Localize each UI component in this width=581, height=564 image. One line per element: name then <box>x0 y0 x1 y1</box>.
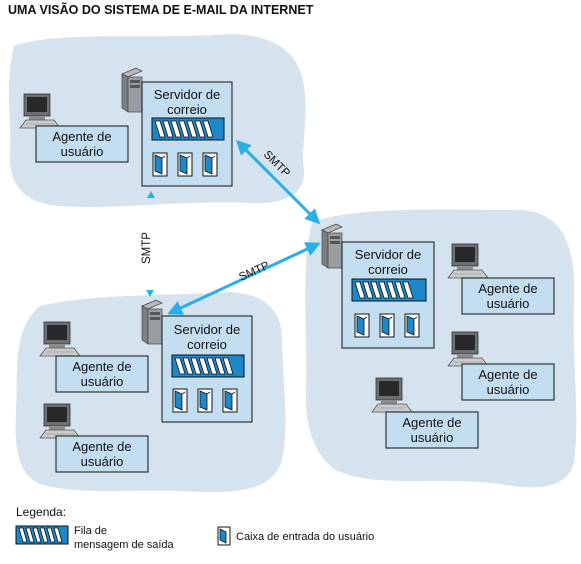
legend-queue-swatch <box>15 525 69 545</box>
outgoing-queue <box>151 117 225 141</box>
agent-label-line2: usuário <box>487 382 530 397</box>
agent-label-line1: Agente de <box>402 415 461 430</box>
smtp-label-lower: SMTP <box>237 260 271 284</box>
agent-label-line1: Agente de <box>478 281 537 296</box>
agent-label-line1: Agente de <box>72 359 131 374</box>
diagram-title: UMA VISÃO DO SISTEMA DE E-MAIL DA INTERN… <box>8 2 314 17</box>
mailbox-icon <box>197 388 213 413</box>
legend-queue-label-line1: Fila de <box>74 525 107 537</box>
agent-label-line2: usuário <box>411 430 454 445</box>
mailbox-icon <box>152 152 168 177</box>
legend-mailbox-swatch <box>217 526 231 546</box>
agent-label-line1: Agente de <box>52 129 111 144</box>
mailbox-icon <box>202 152 218 177</box>
user-agent-c2: Agente de usuário <box>39 403 149 473</box>
arrow-tip-top-server <box>147 191 155 198</box>
agent-label-line2: usuário <box>81 454 124 469</box>
mail-server-b: Servidor de correio <box>321 223 435 349</box>
user-agent-a1: Agente de usuário <box>19 93 129 163</box>
smtp-arrow-top <box>235 139 321 225</box>
outgoing-queue <box>351 278 427 302</box>
mailbox-icon <box>177 152 193 177</box>
smtp-label-vertical: SMTP <box>141 232 153 264</box>
mailbox-icon <box>404 313 420 338</box>
legend-queue-label-line2: mensagem de saída <box>74 539 175 551</box>
server-label-line1: Servidor de <box>154 87 220 102</box>
user-agent-c1: Agente de usuário <box>39 321 149 393</box>
server-label-line1: Servidor de <box>174 322 240 337</box>
server-label-line1: Servidor de <box>355 247 421 262</box>
mail-server-c: Servidor de correio <box>141 299 253 423</box>
agent-label-line1: Agente de <box>72 439 131 454</box>
server-label-line2: correio <box>187 337 227 352</box>
agent-label-line1: Agente de <box>478 367 537 382</box>
agent-label-line2: usuário <box>487 296 530 311</box>
mailbox-icon <box>379 313 395 338</box>
legend: Legenda: Fila de mensagem de saída Caixa… <box>15 505 374 551</box>
server-label-line2: correio <box>167 102 207 117</box>
mailbox-icon <box>354 313 370 338</box>
legend-heading: Legenda: <box>16 505 66 519</box>
mail-server-a: Servidor de correio <box>121 67 233 187</box>
server-label-line2: correio <box>368 262 408 277</box>
mailbox-icon <box>222 388 238 413</box>
outgoing-queue <box>171 354 245 378</box>
user-agent-b1: Agente de usuário <box>447 243 555 315</box>
user-agent-b3: Agente de usuário <box>371 377 479 449</box>
user-agent-b2: Agente de usuário <box>447 331 555 401</box>
agent-label-line2: usuário <box>81 374 124 389</box>
legend-mailbox-label: Caixa de entrada do usuário <box>236 531 374 543</box>
agent-label-line2: usuário <box>61 144 104 159</box>
mailbox-icon <box>172 388 188 413</box>
smtp-arrow-bottom <box>167 242 321 315</box>
arrow-tip-bottom-server <box>146 290 154 297</box>
